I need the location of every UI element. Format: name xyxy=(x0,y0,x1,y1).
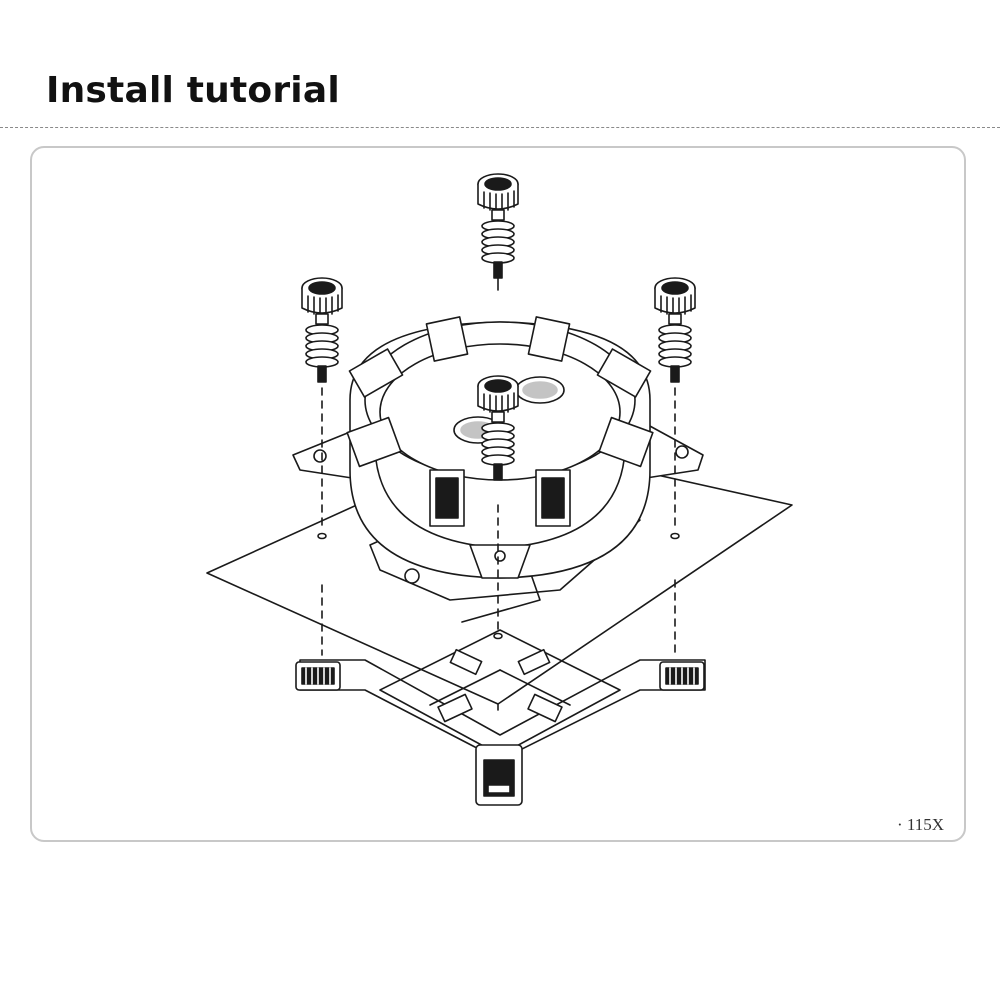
screw-right xyxy=(654,277,696,383)
guide-lines xyxy=(321,387,676,656)
screw-top xyxy=(477,173,519,279)
dashed-divider xyxy=(0,127,1000,128)
screw-left xyxy=(301,277,343,383)
backplate xyxy=(295,629,706,806)
socket-label: · 115X xyxy=(896,815,944,834)
page-title: Install tutorial xyxy=(46,70,340,111)
